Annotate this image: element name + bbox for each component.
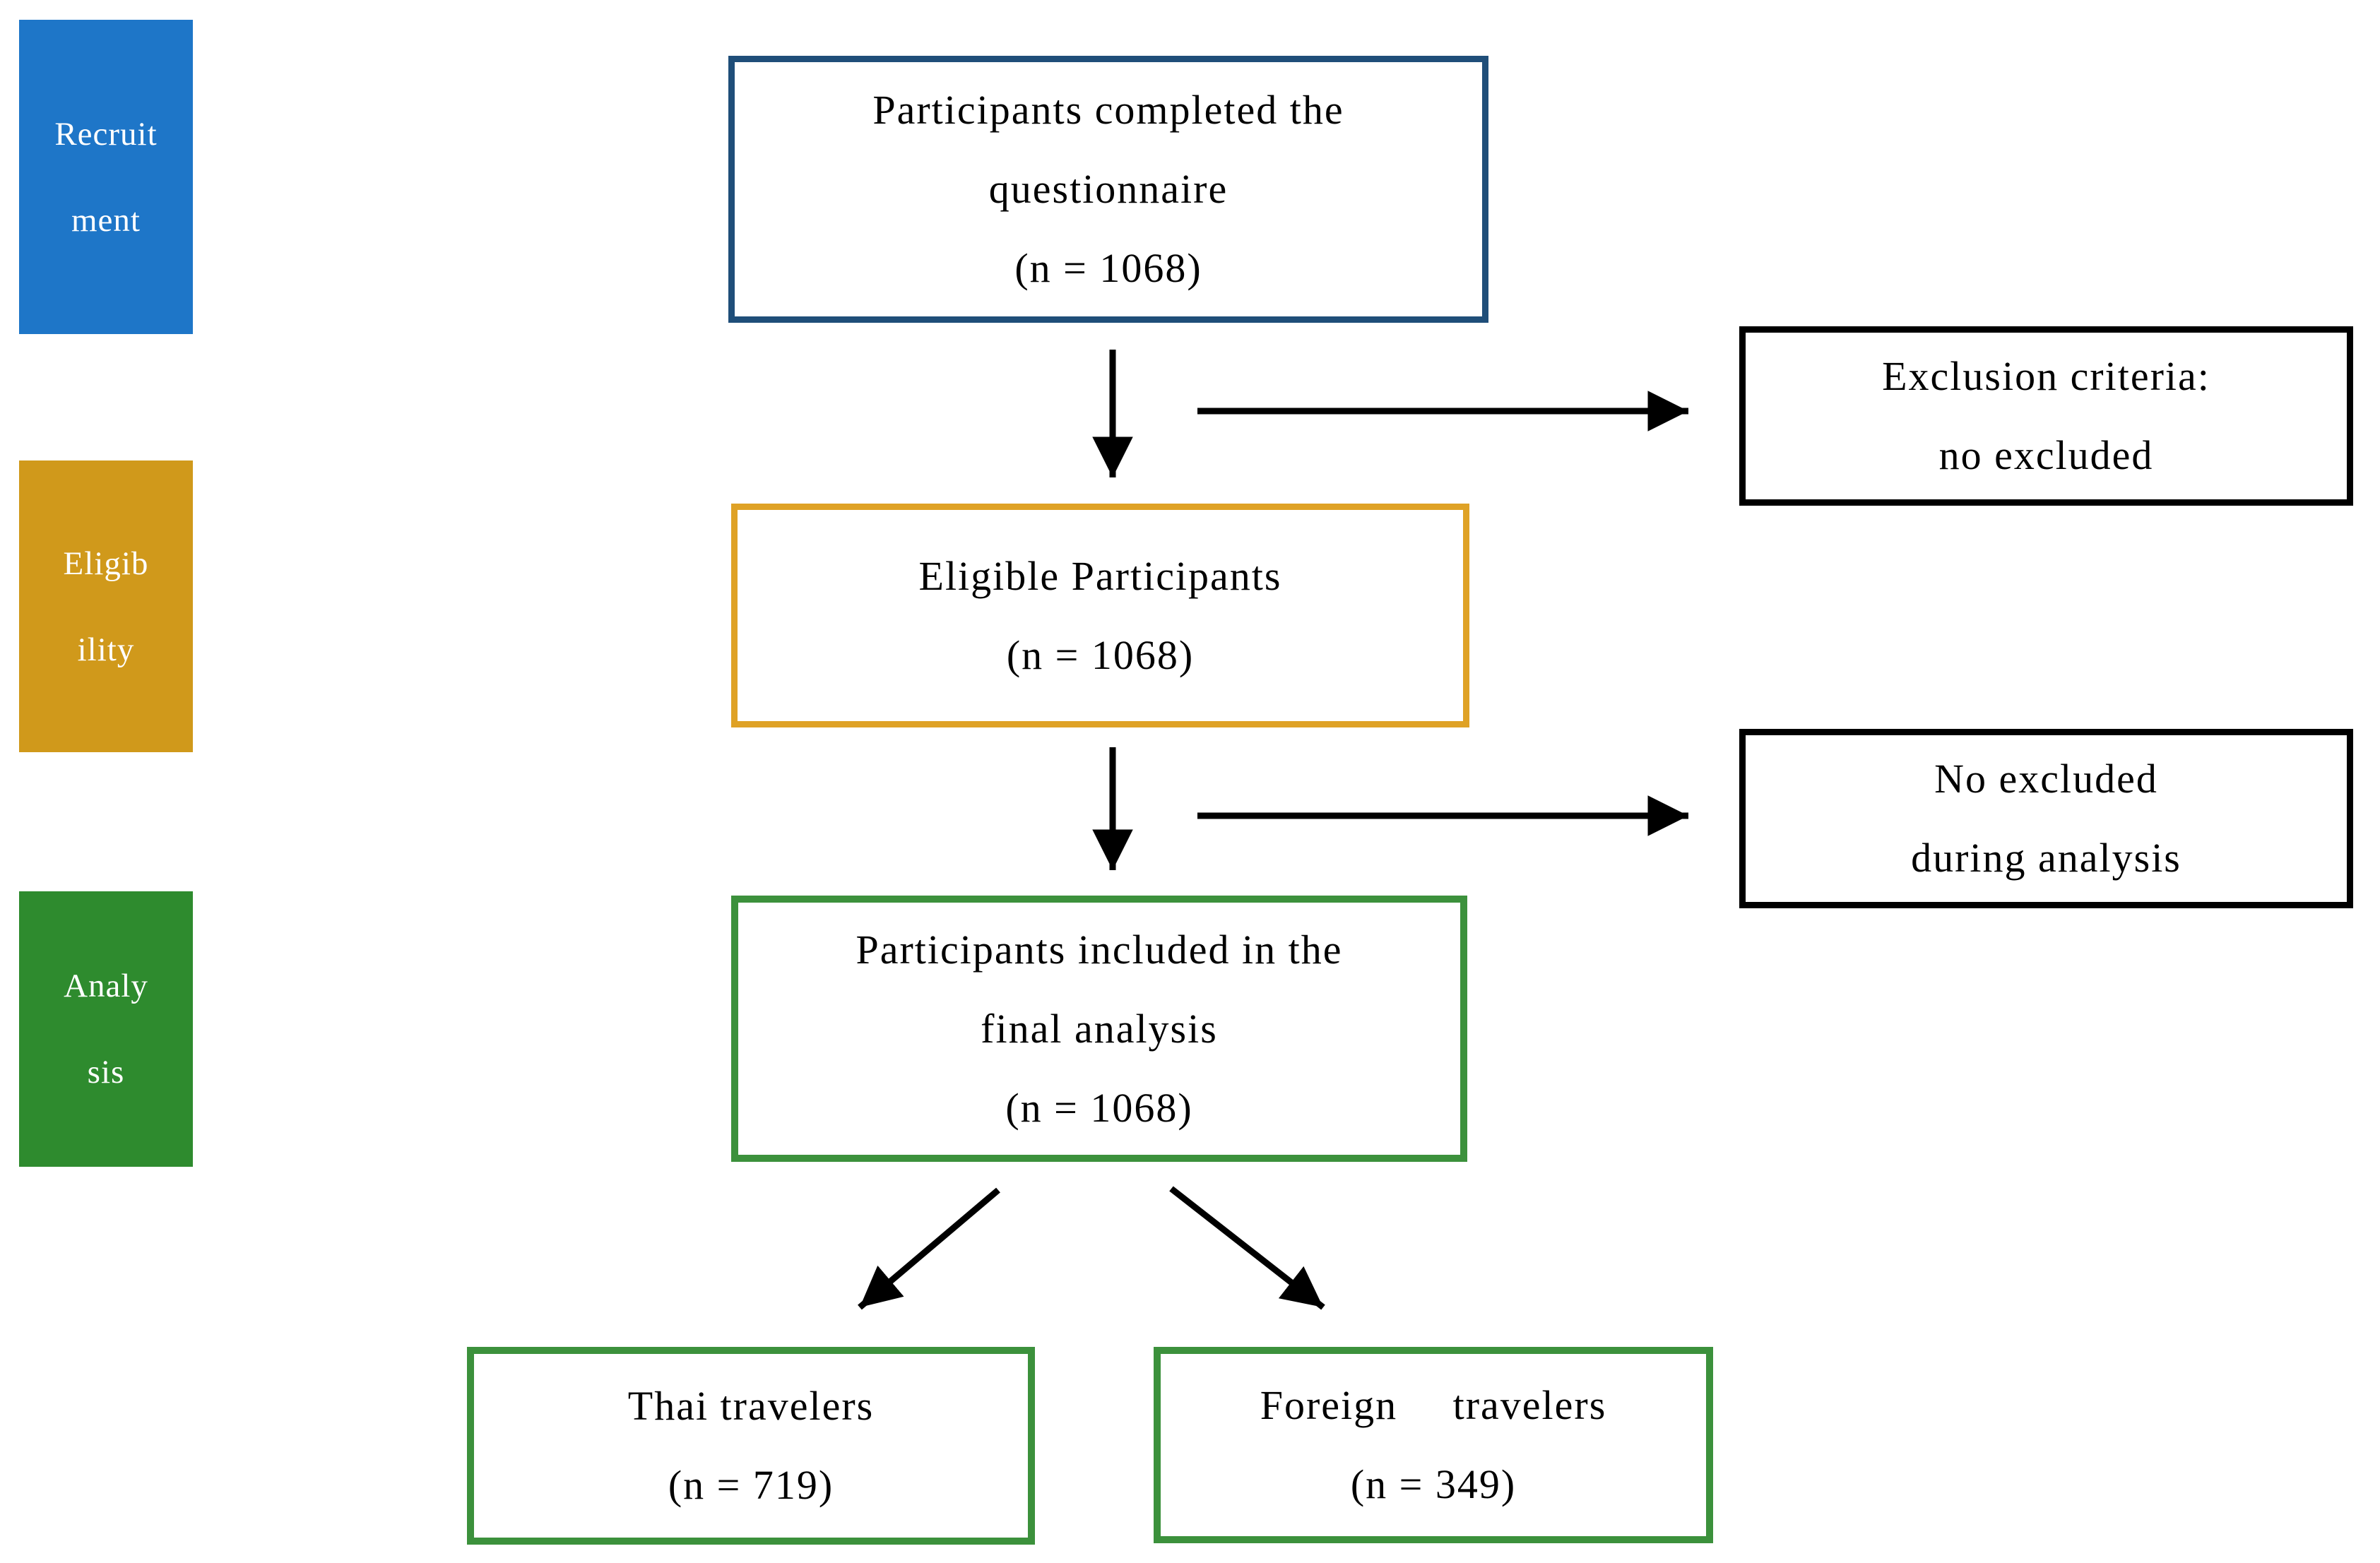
node-text-line: during analysis: [1911, 835, 2181, 881]
node-text-line: No excluded: [1934, 756, 2158, 802]
node-text-line: Foreign travelers: [1260, 1382, 1607, 1428]
node-text-line: final analysis: [981, 1005, 1218, 1052]
node-eligible-participants: Eligible Participants (n = 1068): [731, 504, 1469, 727]
stage-label-line: ment: [71, 201, 141, 239]
node-text-line: no excluded: [1938, 432, 2154, 478]
stage-label-recruitment: Recruit ment: [19, 20, 193, 334]
node-text-line: Eligible Participants: [918, 552, 1282, 599]
arrow-diagonal-to-thai-travelers-icon: [858, 1187, 1000, 1310]
node-participants-final-analysis: Participants included in the final analy…: [731, 896, 1467, 1162]
node-foreign-travelers: Foreign travelers (n = 349): [1154, 1347, 1713, 1543]
node-thai-travelers: Thai travelers (n = 719): [467, 1347, 1035, 1545]
node-count: (n = 1068): [1014, 245, 1202, 291]
node-text-line: Participants included in the: [856, 926, 1343, 973]
arrow-diagonal-to-foreign-travelers-icon: [1169, 1186, 1325, 1310]
node-text-line: Participants completed the: [872, 87, 1344, 133]
node-no-excluded-during-analysis: No excluded during analysis: [1739, 729, 2353, 908]
node-count: (n = 1068): [1005, 1084, 1193, 1131]
node-count: (n = 349): [1350, 1461, 1517, 1507]
node-exclusion-criteria: Exclusion criteria: no excluded: [1739, 326, 2353, 506]
node-participants-completed-questionnaire: Participants completed the questionnaire…: [728, 56, 1488, 323]
stage-label-line: sis: [87, 1054, 125, 1090]
stage-label-line: Eligib: [63, 545, 149, 582]
node-count: (n = 719): [668, 1462, 834, 1508]
node-count: (n = 1068): [1006, 631, 1195, 678]
stage-label-line: Recruit: [54, 115, 158, 153]
stage-label-line: ility: [77, 631, 135, 668]
stage-label-line: Analy: [64, 968, 148, 1004]
node-text-line: Exclusion criteria:: [1882, 353, 2210, 399]
stage-label-eligibility: Eligib ility: [19, 460, 193, 752]
stage-label-analysis: Analy sis: [19, 891, 193, 1167]
node-text-line: Thai travelers: [627, 1383, 875, 1429]
node-text-line: questionnaire: [988, 166, 1229, 212]
